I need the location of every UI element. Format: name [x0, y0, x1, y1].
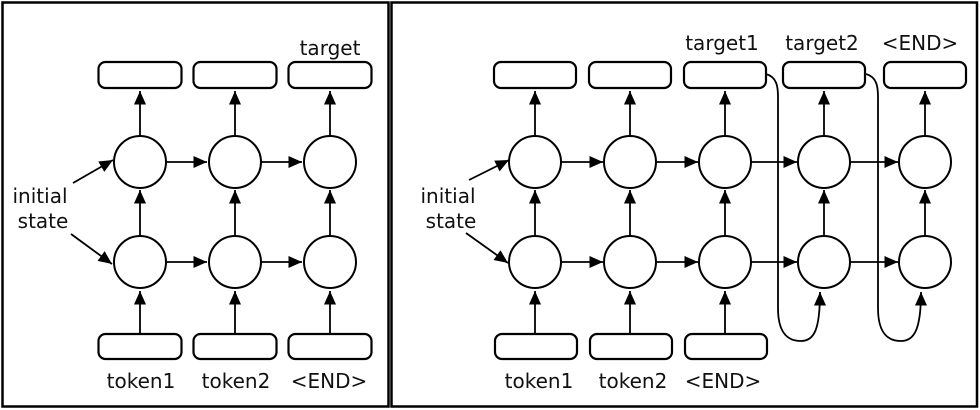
- rnn-cell: [508, 135, 562, 189]
- token-label: token2: [599, 369, 668, 393]
- target-label: target1: [685, 31, 759, 55]
- rnn-cell: [603, 235, 657, 289]
- rnn-cell: [698, 235, 752, 289]
- initial-state-label: state: [426, 209, 477, 233]
- initial-state-label: initial: [421, 184, 476, 208]
- output-box: [587, 60, 673, 90]
- rnn-cell: [208, 135, 262, 189]
- output-box: [781, 60, 867, 90]
- input-box: [287, 332, 373, 361]
- output-box: [287, 60, 373, 90]
- token-label: <END>: [685, 369, 762, 393]
- rnn-cell: [113, 235, 167, 289]
- input-box: [97, 332, 183, 361]
- token-label: token2: [202, 369, 271, 393]
- initial-state-arrow: [70, 233, 113, 265]
- left-panel: target initial state token1 token2 <END>: [1, 1, 390, 408]
- initial-state-arrow: [468, 159, 510, 181]
- rnn-cell: [797, 135, 851, 189]
- rnn-cell: [113, 135, 167, 189]
- rnn-cell: [303, 235, 357, 289]
- rnn-cell: [898, 235, 952, 289]
- token-label: token1: [505, 369, 574, 393]
- rnn-cell: [898, 135, 952, 189]
- rnn-cell: [797, 235, 851, 289]
- feedback-curve: [865, 73, 927, 342]
- feedback-curve: [765, 73, 826, 342]
- input-box: [493, 332, 579, 361]
- right-panel: target1 target2 <END> initial state toke…: [390, 1, 979, 408]
- token-label: token1: [107, 369, 176, 393]
- rnn-cell: [208, 235, 262, 289]
- rnn-cell: [303, 135, 357, 189]
- initial-state-arrow: [72, 159, 114, 184]
- output-box: [97, 60, 183, 90]
- input-box: [192, 332, 278, 361]
- input-box: [683, 332, 769, 361]
- initial-state-arrow: [465, 232, 509, 264]
- target-label: target2: [785, 31, 859, 55]
- rnn-cell: [698, 135, 752, 189]
- input-box: [588, 332, 674, 361]
- rnn-cell: [508, 235, 562, 289]
- initial-state-label: state: [18, 209, 69, 233]
- output-box: [492, 60, 578, 90]
- output-box: [682, 60, 768, 90]
- output-box: [192, 60, 278, 90]
- rnn-cell: [603, 135, 657, 189]
- initial-state-label: initial: [13, 184, 68, 208]
- output-box: [882, 60, 968, 90]
- token-label: <END>: [291, 369, 368, 393]
- target-label: target: [300, 36, 361, 60]
- target-label: <END>: [882, 31, 959, 55]
